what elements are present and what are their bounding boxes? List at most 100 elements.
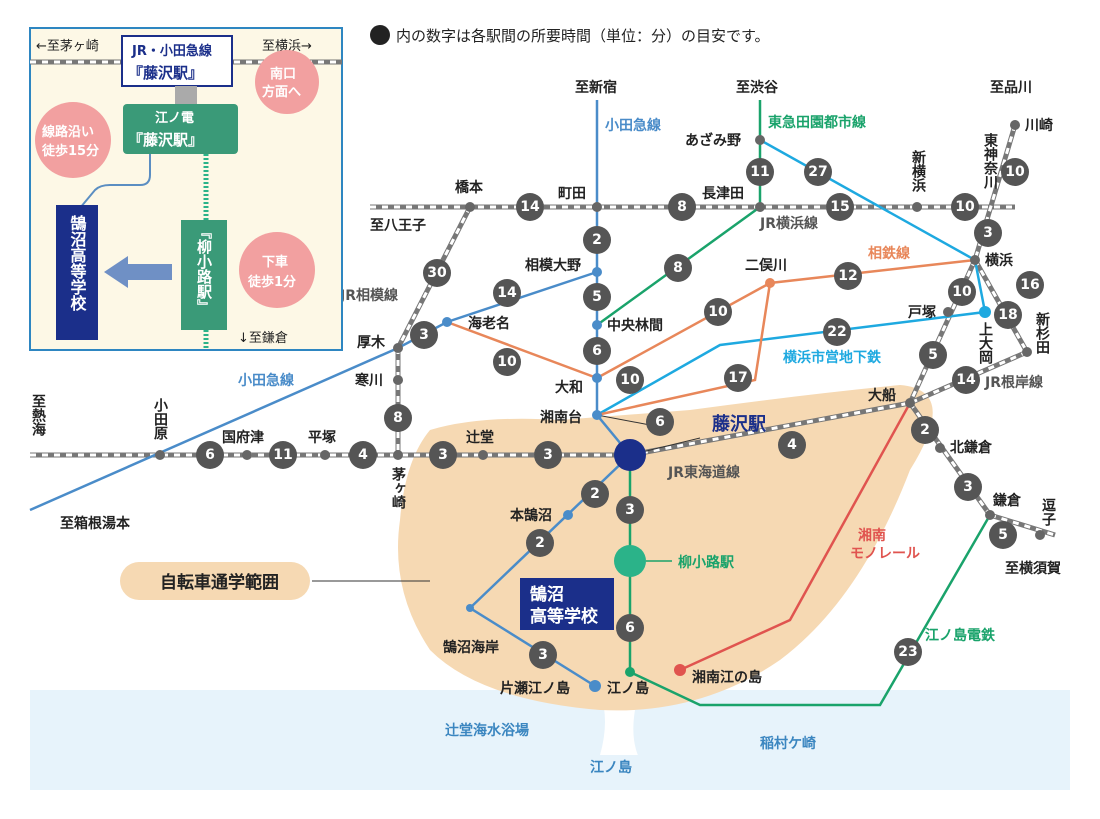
badge-text: 23	[898, 644, 917, 660]
line-monorail-1: 湘南	[858, 527, 886, 544]
badge: 10	[704, 298, 732, 326]
badge-text: 11	[750, 164, 769, 180]
station-katasenoshima: 片瀬江ノ島	[500, 680, 570, 697]
inset-enoden-fujisawa: 『藤沢駅』	[128, 131, 203, 149]
line-subway: 横浜市営地下鉄	[783, 349, 882, 366]
badge: 8	[384, 404, 412, 432]
badge: 11	[269, 441, 297, 469]
station-honkugenuma: 本鵠沼	[510, 507, 552, 524]
badge-text: 4	[787, 437, 797, 453]
badge-text: 8	[673, 260, 683, 276]
line-odakyu-top: 小田急線	[605, 117, 661, 134]
station-kugenumakaigan: 鵠沼海岸	[443, 639, 499, 656]
station-futamatagawa: 二俣川	[745, 257, 787, 274]
line-jr-tokaido: JR東海道線	[667, 464, 740, 481]
badge-text: 18	[998, 307, 1017, 323]
sea-label-inamuragasaki: 稲村ケ崎	[760, 735, 816, 752]
badge: 22	[823, 318, 851, 346]
badge-text: 3	[983, 225, 993, 241]
badge-text: 3	[625, 502, 635, 518]
to-shibuya: 至渋谷	[736, 79, 779, 96]
inset-to-kamakura: ↓至鎌倉	[238, 331, 288, 346]
station-machida: 町田	[558, 186, 586, 202]
badge-text: 10	[1005, 164, 1025, 180]
badge: 2	[581, 480, 609, 508]
odakyu-main-line	[595, 100, 631, 456]
badge-text: 10	[708, 304, 728, 320]
badge: 6	[616, 614, 644, 642]
inset-map: ←至茅ヶ崎 至横浜→ JR・小田急線 『藤沢駅』 南口 方面へ 江ノ電 『藤沢駅…	[29, 27, 343, 351]
legend-note: 内の数字は各駅間の所要時間（単位：分）の目安です。	[396, 27, 770, 45]
sea-left	[30, 690, 1070, 790]
school-box	[520, 578, 614, 630]
badge: 16	[1016, 271, 1044, 299]
sotetsu-line	[446, 258, 976, 380]
badge: 18	[994, 301, 1022, 329]
badge-text: 15	[830, 199, 849, 215]
badge-text: 2	[592, 232, 602, 248]
badge-text: 10	[955, 199, 975, 215]
badge: 14	[516, 193, 544, 221]
badge-text: 8	[393, 410, 403, 426]
badge-text: 22	[827, 324, 846, 340]
inset-jr-odakyu: JR・小田急線	[131, 43, 213, 59]
shonandai-fujisawa-connector	[596, 414, 651, 426]
fujisawa-station-dot	[614, 439, 646, 471]
badge-text: 6	[205, 447, 215, 463]
station-sagamiono: 相模大野	[525, 257, 581, 274]
badge: 3	[529, 641, 557, 669]
station-fujisawa: 藤沢駅	[712, 413, 767, 435]
badge-text: 11	[273, 447, 292, 463]
badge: 10	[616, 366, 644, 394]
badge: 10	[951, 193, 979, 221]
legend-dot	[370, 25, 390, 45]
line-monorail-2: モノレール	[850, 546, 920, 562]
station-totsuka: 戸塚	[908, 305, 936, 321]
station-zushi: 逗子	[1040, 498, 1056, 527]
line-jr-yokohama: JR横浜線	[759, 215, 818, 232]
station-yamato: 大和	[555, 379, 583, 396]
line-jr-negishi: JR根岸線	[984, 374, 1043, 391]
station-ebina: 海老名	[468, 315, 510, 332]
inset-to-chigasaki: ←至茅ヶ崎	[36, 39, 99, 54]
station-dots	[155, 120, 1045, 692]
station-kitakamakura: 北鎌倉	[950, 439, 993, 456]
badge-text: 16	[1020, 277, 1039, 293]
travel-time-badges: 14 8 11 27 15 10 3 10 2 5 6 10 14 8 12 1…	[196, 158, 1044, 669]
station-azamino: あざみ野	[685, 132, 741, 149]
badge: 14	[493, 279, 521, 307]
inset-south-exit-2: 方面へ	[262, 84, 301, 100]
yanagikoji-station-dot	[614, 545, 646, 577]
to-shinagawa: 至品川	[990, 80, 1032, 96]
badge-text: 3	[419, 327, 429, 343]
to-yokosuka: 至横須賀	[1005, 560, 1061, 577]
badge: 11	[746, 158, 774, 186]
station-chigasaki: 茅ヶ崎	[390, 466, 406, 510]
subway-line	[596, 138, 987, 417]
school-name-1: 鵠沼	[530, 584, 564, 605]
to-hachioji: 至八王子	[370, 218, 426, 234]
area-label: 自転車通学範囲	[160, 572, 279, 593]
badge-text: 3	[438, 447, 448, 463]
badge-text: 14	[520, 199, 540, 215]
badge-text: 5	[928, 347, 938, 363]
badge: 8	[664, 254, 692, 282]
badge: 8	[668, 193, 696, 221]
badge-text: 3	[963, 479, 973, 495]
badge: 17	[724, 364, 752, 392]
inset-walk1-2: 徒歩1分	[247, 274, 296, 290]
station-yokohama: 横浜	[985, 252, 1013, 269]
badge: 4	[778, 431, 806, 459]
badge: 23	[894, 638, 922, 666]
station-hashimoto: 橋本	[455, 179, 484, 196]
badge-text: 10	[497, 354, 517, 370]
badge-text: 30	[427, 265, 447, 281]
station-higashikanagawa: 東神奈川	[982, 132, 999, 189]
inset-south-exit-1: 南口	[270, 66, 296, 82]
badge-text: 5	[592, 289, 602, 305]
badge-text: 6	[625, 620, 635, 636]
badge-text: 5	[998, 527, 1008, 543]
station-kozu: 国府津	[222, 429, 264, 446]
station-ofuna: 大船	[868, 387, 896, 404]
badge: 30	[423, 259, 451, 287]
